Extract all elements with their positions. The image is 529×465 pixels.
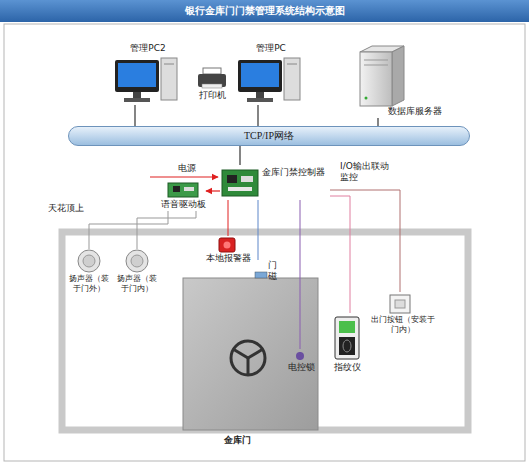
voice-board-icon [168,183,198,197]
alarm-node: 本地报警器 [203,236,253,264]
exit-button-node: 出门按钮（安装于门内） [368,292,438,334]
power-line [150,176,218,177]
io-output-label: I/O输出联动监控 [340,161,394,183]
connector-line [377,118,378,126]
node-text: 管理PC2 [108,43,188,54]
connector-line [134,105,135,126]
controller-board-icon [222,170,258,196]
speaker-icon [78,250,100,272]
vault-room-wall [62,232,468,430]
speaker-node: 扬声器（装于门外） [66,249,112,293]
node-text: TCP/IP网络 [69,127,469,145]
controller-node: 金库门禁控制器 [220,165,330,200]
server-node: 数据库服务器 [350,44,442,118]
node-text: 金库门禁控制器 [262,167,330,178]
connector-line [137,211,196,249]
node-text: 语音驱动板 [160,199,206,210]
network-band: TCP/IP网络 [68,126,470,146]
node-text: 扬声器（装于门内） [114,274,160,293]
connector-line [300,200,301,349]
connector-line [206,190,220,191]
server-icon [360,46,404,106]
exit-button-icon [390,295,410,313]
node-text: 电控锁 [284,362,318,373]
diagram-title: 银行金库门门禁管理系统结构示意图 [0,0,529,22]
printer-icon [198,68,226,88]
node-text: 本地报警器 [203,253,253,264]
ceiling-label: 天花顶上 [48,203,98,214]
voice-board-node: 语音驱动板 [160,180,206,211]
pc-node: 管理PC [231,43,311,105]
connector-line [228,200,229,236]
electric-lock-node: 电控锁 [284,349,318,375]
printer-node: 打印机 [192,66,232,106]
door-magnet-icon [255,272,267,278]
alarm-icon [219,238,235,252]
vault-door [183,278,318,430]
pc-icon [238,58,300,102]
pc-icon [115,58,177,102]
connector-line [239,146,240,165]
connector-line [330,196,350,313]
connector-line [258,200,259,260]
connector-line [89,211,168,249]
speaker-icon [126,250,148,272]
connector-line [330,190,400,292]
fingerprint-node: 指纹仪 [327,313,367,375]
door-magnet-node: 门磁 [253,260,285,282]
speaker-node: 扬声器（装于门内） [114,249,160,293]
node-text: 打印机 [192,90,232,101]
node-text: 数据库服务器 [350,106,442,117]
connector-line [257,105,258,126]
node-text: 出门按钮（安装于门内） [368,315,438,334]
outer-frame [4,24,525,461]
node-text: 扬声器（装于门外） [66,274,112,293]
pc-node: 管理PC2 [108,43,188,105]
node-text: 管理PC [231,43,311,54]
electric-lock-icon [296,352,304,360]
node-text: 指纹仪 [327,362,367,373]
fingerprint-reader-icon [335,317,359,359]
power-label: 电源 [178,163,208,174]
vault-door-label: 金库门 [224,435,264,446]
node-text: 门磁 [268,260,285,282]
